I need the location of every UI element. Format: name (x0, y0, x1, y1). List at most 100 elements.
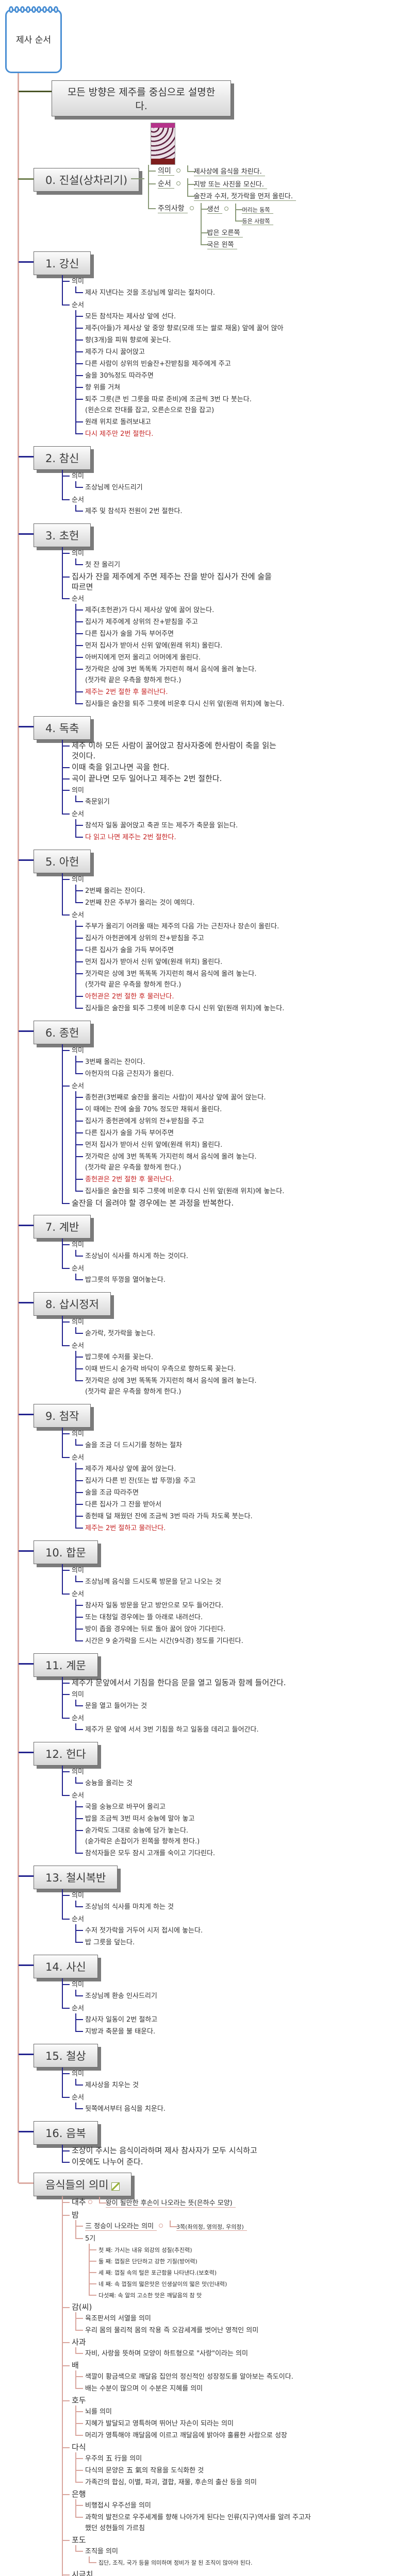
tree-item: 첫 잔 올리기 (85, 561, 121, 569)
tree-item: 아헌관은 2번 절한 후 물러난다. (85, 993, 174, 1001)
tree-item: 종헌때 덜 채웠던 잔에 조금씩 3번 따라 가득 차도록 붓는다. (85, 1513, 253, 1520)
stage-title: 7. 계반 (45, 1221, 79, 1233)
tree-item: 국을 숭늉으로 바꾸어 올리고 (85, 1803, 166, 1811)
tree-item: 참석자 일동 꿇어앉고 축관 또는 제주가 축문을 읽는다. (85, 822, 238, 829)
tree-item: 다른 사람이 상위의 빈술잔+잔받침을 제주에게 주고 (85, 360, 231, 368)
tree-item: 지방 또는 사진을 모신다. (193, 181, 267, 189)
food-box[interactable]: 음식들의 의미 (34, 2173, 131, 2196)
tree-item: 조상님께 인사드리기 (85, 484, 143, 492)
tree-item: 밥그릇에 수저를 꽂는다. (85, 1353, 153, 1361)
stage-box-15[interactable]: 15. 철상 (34, 2044, 98, 2067)
stage-title: 4. 독축 (45, 722, 79, 735)
tree-item: 제주는 2번 절한 후 물러난다. (85, 688, 168, 696)
stage-title: 6. 종헌 (45, 1027, 79, 1039)
note-box[interactable]: 모든 방향은 제주를 중심으로 설명한다. (52, 80, 231, 116)
tree-item: 집단, 조직, 국가 등을 의미하며 정비가 잘 된 조직이 많아야 된다. (98, 2560, 253, 2566)
tree-item: 순서 (158, 180, 174, 189)
stage-title: 3. 초헌 (45, 530, 79, 542)
tree-item: 집사가 다른 빈 잔(또는 밥 뚜껑)을 주고 (85, 1477, 196, 1485)
tree-item: 제주(아들)가 제사상 앞 중앙 향로(모래 또는 쌀로 채움) 앞에 꿇어 앉… (85, 325, 284, 332)
tree-item: 2번째 올리는 잔이다. (85, 887, 145, 895)
tree-item: 시금치 (72, 2570, 93, 2576)
tree-item: 젓가락은 상에 3번 똑똑똑 가지런히 해서 음식에 올려 놓는다. (젓가락 … (85, 666, 257, 684)
stage-box-4[interactable]: 4. 독축 (34, 716, 91, 740)
root-node[interactable]: 제사 순서 (5, 6, 62, 73)
stage-box-11[interactable]: 11. 계문 (34, 1653, 98, 1677)
tree-item: 네 째: 속 껍질의 떫은맛은 인생살이의 떫은 맛(인내력) (98, 2281, 227, 2287)
tree-item: 가족간의 합심, 이별, 파괴, 결합, 재물, 후손의 출산 등을 의미 (85, 2479, 257, 2486)
stage-box-5[interactable]: 5. 아헌 (34, 850, 91, 873)
stage-title: 0. 진설(상차리기) (45, 174, 128, 187)
stage-box-10[interactable]: 10. 합문 (34, 1540, 98, 1564)
tree-item: 제사 지낸다는 것을 조상님께 알리는 절차이다. (85, 289, 216, 297)
junction-dot-icon (88, 2199, 92, 2204)
tree-item: 세 째: 껍질 속의 털은 포근함을 나타낸다.(보호력) (98, 2269, 217, 2276)
tree-item: 아헌자의 다음 근친자가 올린다. (85, 1070, 174, 1078)
tree-item: 사과 (72, 2337, 86, 2347)
tree-item: 왕이 될만한 후손이 나오라는 뜻(은하수 모양) (105, 2199, 236, 2208)
tree-item: 다른 집사가 술을 가득 부어주면 (85, 946, 174, 954)
tree-item: 의미 (72, 1047, 84, 1055)
tree-item: 방이 좁을 경우에는 뒤로 돌아 꿇어 앉아 기다린다. (85, 1625, 226, 1633)
tree-item: 축문읽기 (85, 798, 110, 806)
tree-item: 다식의 문양은 五 氣의 작용을 도식화한 것 (85, 2467, 204, 2475)
stage-box-7[interactable]: 7. 계반 (34, 1215, 91, 1239)
tree-item: 향(3개)을 피워 향로에 꽂는다. (85, 336, 171, 344)
tree-item: 이때 축을 읽고나면 곡을 한다. (72, 762, 170, 772)
stage-box-8[interactable]: 8. 삽시정저 (34, 1292, 111, 1316)
tree-item: 종헌관(3번째로 술잔을 올리는 사람)이 제사상 앞에 꿇어 앉는다. (85, 1094, 266, 1101)
tree-item: 집사가 아헌관에게 상위의 잔+받침을 주고 (85, 935, 204, 942)
tree-item: 참사자 일동 방문을 닫고 방안으로 모두 들어간다. (85, 1602, 224, 1609)
tree-item: 뇌를 의미 (85, 2408, 112, 2416)
tree-item: 제주(초헌관)가 다시 제사상 앞에 꿇어 앉는다. (85, 606, 215, 614)
stage-box-14[interactable]: 14. 사신 (34, 1955, 98, 1978)
stage-box-12[interactable]: 12. 헌다 (34, 1742, 98, 1766)
tree-item: 향 위를 거쳐 (85, 384, 121, 392)
stage-box-2[interactable]: 2. 참신 (34, 446, 91, 470)
tree-item: 숟가락도 그대로 숭늉에 담가 놓는다. (숟가락은 손잡이가 왼쪽을 향하게 … (85, 1827, 200, 1845)
tree-item: 밥은 오른쪽 (207, 229, 243, 238)
tree-item: 집사들은 술잔을 퇴주 그릇에 비운후 다시 신위 앞(원래 위치)에 놓는다. (85, 700, 285, 708)
tree-item: 순서 (72, 1715, 84, 1722)
stage-box-6[interactable]: 6. 종헌 (34, 1021, 91, 1044)
tree-item: 다른 집사가 술을 가득 부어주면 (85, 630, 174, 638)
tree-item: 이웃에도 나누어 준다. (72, 2157, 143, 2166)
stage-box-16[interactable]: 16. 음복 (34, 2121, 98, 2145)
tree-item: 밥그릇의 뚜껑을 열어놓는다. (85, 1276, 166, 1284)
tree-item: 제사상을 치우는 것 (85, 2081, 139, 2089)
tree-item: 조상님께 환송 인사드리기 (85, 1992, 157, 2000)
tree-item: 순서 (72, 1342, 84, 1350)
tree-item: 순서 (72, 301, 84, 309)
stage-title: 8. 삽시정저 (45, 1298, 99, 1311)
stage-box-9[interactable]: 9. 첨작 (34, 1404, 91, 1428)
tree-item: 뒷쪽에서부터 음식을 치운다. (85, 2105, 166, 2113)
tree-item: 밥을 조금씩 3번 떠서 숭늉에 말아 놓고 (85, 1815, 195, 1823)
stage-box-1[interactable]: 1. 강신 (34, 251, 91, 275)
tree-item: 술잔과 수저, 젓가락을 먼저 올린다. (193, 193, 296, 201)
stage-box-13[interactable]: 13. 철시복반 (34, 1866, 118, 1889)
junction-dot-icon (176, 168, 180, 173)
tree-item: 술잔을 더 올려야 할 경우에는 본 과정을 반복한다. (72, 1198, 234, 1208)
stage-title: 2. 참신 (45, 452, 79, 465)
stage-box-3[interactable]: 3. 초헌 (34, 523, 91, 547)
tree-item: 비행접시 우주선을 의미 (85, 2502, 151, 2510)
stage-box-0[interactable]: 0. 진설(상차리기) (34, 168, 140, 192)
food-title: 음식들의 의미 (45, 2179, 109, 2191)
tree-item: 의미 (72, 1892, 84, 1900)
tree-item: 참사자 일동이 2번 절하고 (85, 2016, 158, 2024)
tree-item: 조상님의 식사를 마치게 하는 것 (85, 1903, 174, 1911)
tree-item: 숟가락, 젓가락을 놓는다. (85, 1330, 156, 1337)
